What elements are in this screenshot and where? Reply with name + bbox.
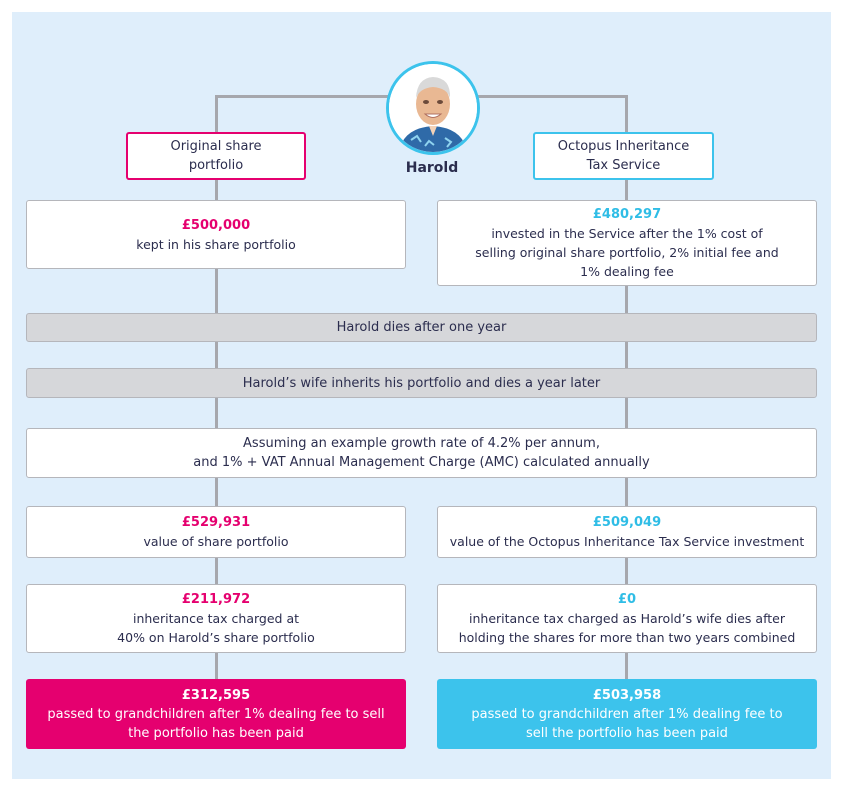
right-final-box: £503,958 passed to grandchildren after 1…: [437, 679, 817, 749]
connector-right-tax-final: [625, 653, 628, 679]
event-bar-harold-dies: Harold dies after one year: [26, 313, 817, 342]
left-final-text: passed to grandchildren after 1% dealing…: [47, 706, 385, 741]
connector-left-value-tax: [215, 558, 218, 584]
assumption-box: Assuming an example growth rate of 4.2% …: [26, 428, 817, 478]
left-start-box: £500,000 kept in his share portfolio: [26, 200, 406, 269]
event-wife-inherits-label: Harold’s wife inherits his portfolio and…: [242, 375, 601, 391]
right-final-text: passed to grandchildren after 1% dealing…: [471, 706, 783, 741]
right-tax-box: £0 inheritance tax charged as Harold’s w…: [437, 584, 817, 653]
right-final-amount: £503,958: [592, 687, 662, 703]
connector-left-assumption-value: [215, 478, 218, 506]
assumption-text: Assuming an example growth rate of 4.2% …: [193, 436, 650, 470]
left-tax-amount: £211,972: [181, 592, 251, 607]
right-start-box: £480,297 invested in the Service after t…: [437, 200, 817, 286]
connector-right-header-start: [625, 180, 628, 200]
harold-name: Harold: [405, 160, 459, 176]
connector-right-start-bar: [625, 286, 628, 313]
left-start-value: £500,000: [181, 217, 251, 233]
connector-left-bar1-bar2: [215, 342, 218, 368]
connector-right-top: [625, 95, 628, 133]
right-tax-amount: £0: [617, 592, 637, 607]
right-value-text: value of the Octopus Inheritance Tax Ser…: [449, 534, 805, 549]
left-value-box: £529,931 value of share portfolio: [26, 506, 406, 558]
right-start-value: £480,297: [592, 207, 662, 222]
left-header-label: Original share portfolio: [170, 139, 262, 173]
right-tax-text: inheritance tax charged as Harold’s wife…: [458, 611, 796, 645]
left-value-amount: £529,931: [181, 515, 251, 530]
event-bar-wife-inherits: Harold’s wife inherits his portfolio and…: [26, 368, 817, 398]
connector-left-bar2-assumption: [215, 398, 218, 428]
connector-left-tax-final: [215, 653, 218, 679]
harold-avatar: [386, 61, 480, 155]
event-harold-dies-label: Harold dies after one year: [336, 320, 507, 335]
right-start-text: invested in the Service after the 1% cos…: [475, 226, 779, 279]
connector-left-header-start: [215, 180, 218, 200]
left-tax-box: £211,972 inheritance tax charged at 40% …: [26, 584, 406, 653]
portrait-icon: [389, 64, 477, 152]
diagram-canvas: Harold Original share portfolio Octopus …: [12, 12, 831, 779]
connector-right-bar1-bar2: [625, 342, 628, 368]
connector-right-bar2-assumption: [625, 398, 628, 428]
right-value-amount: £509,049: [592, 515, 662, 530]
right-header-box: Octopus Inheritance Tax Service: [533, 132, 714, 180]
left-tax-text: inheritance tax charged at 40% on Harold…: [117, 611, 315, 645]
connector-left-top: [215, 95, 218, 133]
left-final-amount: £312,595: [181, 687, 251, 703]
left-final-box: £312,595 passed to grandchildren after 1…: [26, 679, 406, 749]
left-value-text: value of share portfolio: [143, 534, 289, 549]
connector-right-value-tax: [625, 558, 628, 584]
left-start-text: kept in his share portfolio: [136, 236, 296, 252]
right-header-label: Octopus Inheritance Tax Service: [557, 139, 690, 173]
right-value-box: £509,049 value of the Octopus Inheritanc…: [437, 506, 817, 558]
left-header-box: Original share portfolio: [126, 132, 306, 180]
connector-right-assumption-value: [625, 478, 628, 506]
connector-left-start-bar: [215, 269, 218, 313]
